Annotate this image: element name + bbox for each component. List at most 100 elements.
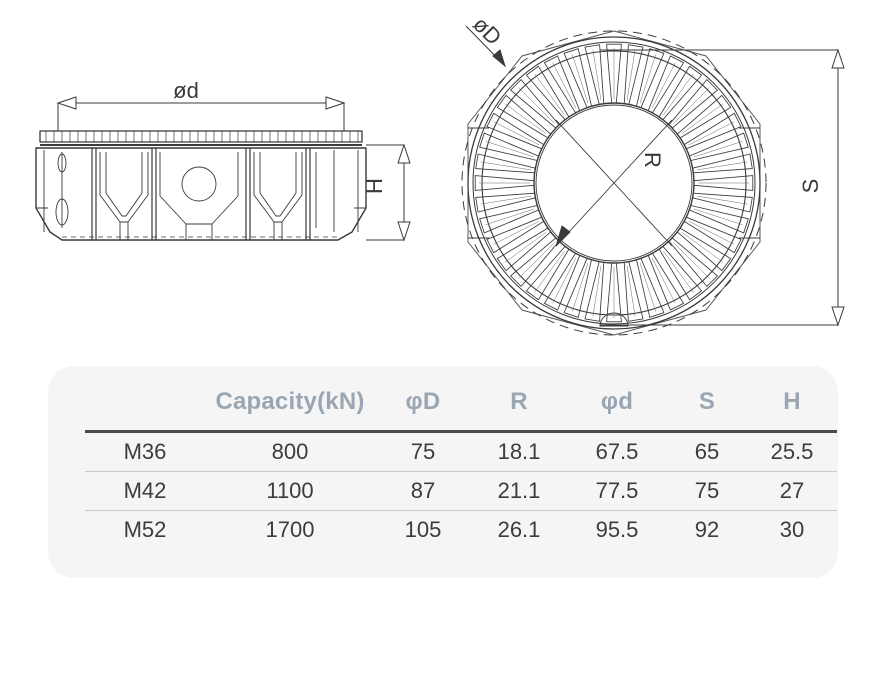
tooth [692,153,753,174]
pocket-2 [99,152,149,240]
tooth-rib [696,195,748,205]
tooth [647,252,685,311]
tooth-rib [693,208,743,225]
tooth [475,153,536,174]
tooth [584,44,605,105]
cell-capacity: 800 [271,439,309,464]
header-h: H [783,388,801,415]
side-view-group [35,130,367,241]
tooth-rib [663,73,694,116]
tooth-rib [688,220,735,245]
tooth-rib [663,250,694,293]
tooth-rib [518,242,555,279]
cell-s: 75 [694,478,720,503]
header-r: R [510,388,528,415]
tooth-rib [493,121,540,146]
body-ribs [91,148,311,240]
s-dimension [600,49,845,326]
technical-drawing-area: ød H [35,11,845,336]
pocket-4 [253,152,303,240]
cell-phi-d-lower: 67.5 [595,439,639,464]
tooth-rib [696,161,748,171]
tooth [563,257,593,318]
pocket-right [315,150,359,232]
tooth [676,94,732,139]
table-header-row: Capacity(kN) φD R φd S H [85,374,837,432]
cell-phi-d-upper: 87 [410,478,436,503]
tooth-rib [592,265,602,317]
cell-model: M42 [123,478,167,503]
tooth-rib [673,87,710,124]
table-header: Capacity(kN) φD R φd S H [85,374,837,432]
tooth-rib [673,242,710,279]
cell-phi-d-upper: 75 [410,439,436,464]
tooth [683,216,742,254]
bore-circle-inner [535,104,693,262]
tooth-rib [493,220,540,245]
tooth [683,112,742,150]
tooth [688,132,749,162]
tooth-rib [626,49,636,101]
tooth-rib [651,257,676,304]
header-capacity: Capacity(kN) [215,388,365,415]
header-model [85,374,205,432]
tooth [692,192,753,213]
side-flats [468,127,760,239]
tooth [584,261,605,322]
tooth-rib [504,232,547,263]
tooth [676,227,732,272]
tooth-rib [518,87,555,124]
tooth [668,78,719,129]
table-row: M36 800 75 18.1 67.5 65 25.5 [85,432,837,472]
flange-serrations [45,131,359,142]
tooth-rib [693,141,743,158]
odia-leader [465,25,506,68]
specification-table: Capacity(kN) φD R φd S H M36 800 75 18.1… [85,374,837,549]
nut-body-outline [35,147,367,241]
cell-r: 21.1 [497,478,541,503]
tooth [606,262,622,323]
cell-s: 65 [694,439,720,464]
flange-band [39,130,363,143]
cell-phi-d-upper: 105 [404,517,442,542]
r-dimension-label: R [640,152,665,168]
tooth-rib [480,161,532,171]
tooth-rib [480,195,532,205]
top-view-group [461,30,767,336]
s-dimension-label: S [798,179,823,194]
h-dimension-label: H [362,178,387,194]
tooth [606,43,622,104]
technical-drawing-svg: ød H [35,11,845,336]
tooth-rib [626,265,636,317]
corner-chamfers [36,147,366,209]
header-s: S [698,388,716,415]
od-dimension-label: ød [173,78,199,103]
tooth [668,237,719,288]
tooth [525,245,570,301]
tooth-rib [681,103,724,134]
ring-outer-2 [472,41,756,325]
tooth [509,78,560,129]
pocket-left [43,150,69,232]
tooth [635,48,665,109]
tooth [543,55,581,114]
tooth-rib [485,141,535,158]
cell-phi-d-lower: 95.5 [595,517,639,542]
h-dimension-left [366,144,411,241]
ring-outer-1 [467,36,761,330]
od-dimension-left [57,96,345,131]
tooth [658,245,703,301]
tooth [623,261,644,322]
tooth [693,175,754,191]
cell-r: 18.1 [497,439,541,464]
tooth [635,257,665,318]
cell-model: M36 [123,439,167,464]
tooth-rib [639,54,656,104]
cell-phi-d-lower: 77.5 [595,478,639,503]
tooth-rib [572,54,589,104]
tooth [479,204,540,234]
tooth-rib [572,262,589,312]
tooth [688,204,749,234]
cell-h: 30 [779,517,805,542]
r-leader [555,119,673,247]
